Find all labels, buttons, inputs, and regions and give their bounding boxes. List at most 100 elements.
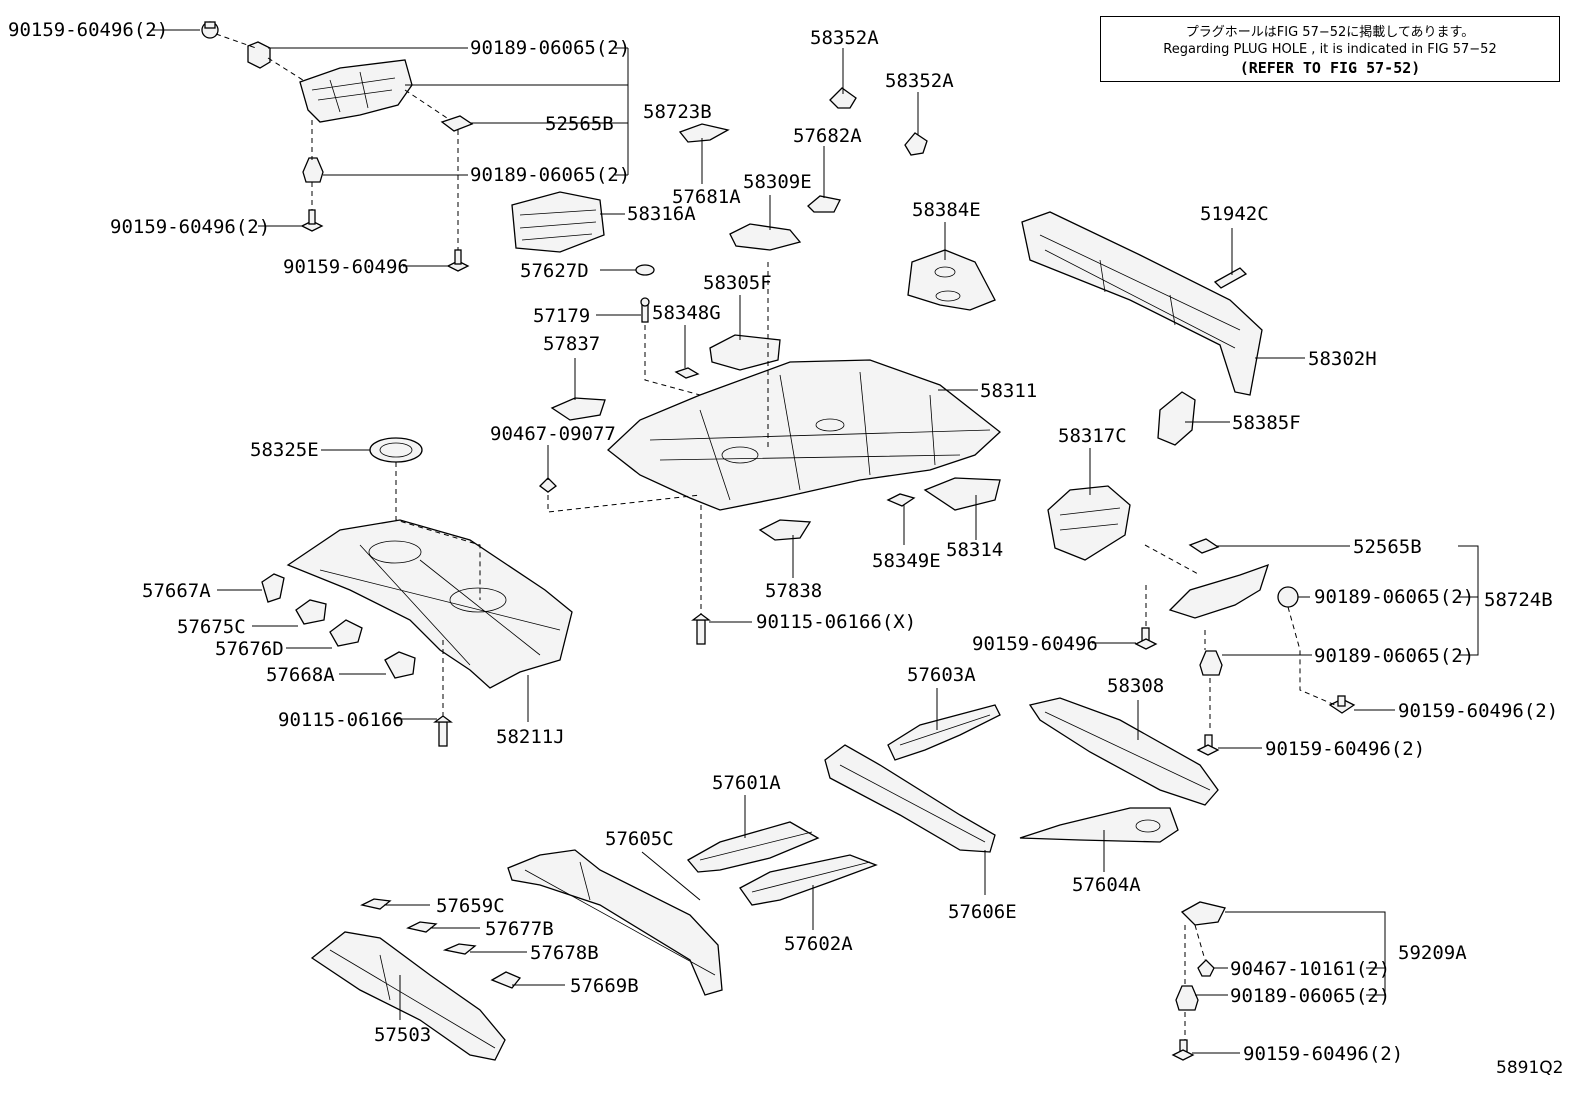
callout-label[interactable]: 57659C xyxy=(436,895,505,917)
callout-label[interactable]: 57667A xyxy=(142,580,211,602)
callout-label[interactable]: 90189-06065(2) xyxy=(1230,985,1390,1007)
part-57602a[interactable] xyxy=(739,854,878,906)
part-57659c[interactable] xyxy=(360,898,392,910)
callout-label[interactable]: 90159-60496(2) xyxy=(8,19,168,41)
note-line-reference[interactable]: (REFER TO FIG 57-52) xyxy=(1239,59,1421,77)
callout-label[interactable]: 90189-06065(2) xyxy=(470,164,630,186)
callout-label[interactable]: 90159-60496(2) xyxy=(1265,738,1425,760)
part-57677b[interactable] xyxy=(406,921,438,933)
callout-label[interactable]: 57681A xyxy=(672,186,741,208)
part-57675c[interactable] xyxy=(295,599,327,625)
callout-label[interactable]: 57669B xyxy=(570,975,639,997)
callout-label[interactable]: 90467-10161(2) xyxy=(1230,958,1390,980)
part-bolt-right-c[interactable] xyxy=(1196,734,1220,756)
part-57678b[interactable] xyxy=(442,943,477,955)
callout-label[interactable]: 58314 xyxy=(946,539,1003,561)
callout-label[interactable]: 58385F xyxy=(1232,412,1301,434)
part-58325e[interactable] xyxy=(369,437,423,463)
part-clip-right[interactable] xyxy=(1277,586,1299,608)
callout-label[interactable]: 90159-60496 xyxy=(972,633,1098,655)
callout-label[interactable]: 57838 xyxy=(765,580,822,602)
part-58309e[interactable] xyxy=(729,223,802,251)
callout-label[interactable]: 58349E xyxy=(872,550,941,572)
part-bracket-58724b[interactable] xyxy=(1168,563,1270,619)
part-57668a[interactable] xyxy=(384,651,416,679)
callout-label[interactable]: 57677B xyxy=(485,918,554,940)
part-57179[interactable] xyxy=(640,297,650,323)
callout-label[interactable]: 52565B xyxy=(1353,536,1422,558)
part-58385f[interactable] xyxy=(1157,391,1196,446)
callout-label[interactable]: 90159-60496(2) xyxy=(1398,700,1558,722)
callout-label[interactable]: 90159-60496 xyxy=(283,256,409,278)
callout-label[interactable]: 57678B xyxy=(530,942,599,964)
callout-label[interactable]: 58311 xyxy=(980,380,1037,402)
callout-label[interactable]: 58352A xyxy=(885,70,954,92)
part-57837[interactable] xyxy=(550,397,606,421)
part-59209a[interactable] xyxy=(1180,901,1226,926)
callout-label[interactable]: 57604A xyxy=(1072,874,1141,896)
part-58352a-b[interactable] xyxy=(904,132,928,156)
part-bolt-left[interactable] xyxy=(300,209,324,232)
part-57682a[interactable] xyxy=(807,195,841,213)
callout-label[interactable]: 57503 xyxy=(374,1024,431,1046)
part-58352a-a[interactable] xyxy=(829,87,857,109)
callout-label[interactable]: 90189-06065(2) xyxy=(1314,645,1474,667)
part-57603a[interactable] xyxy=(887,704,1001,761)
callout-label[interactable]: 51942C xyxy=(1200,203,1269,225)
part-rear-floor-58211j[interactable] xyxy=(286,519,573,689)
part-bracket-58723b[interactable] xyxy=(299,59,413,123)
callout-label[interactable]: 90189-06065(2) xyxy=(470,37,630,59)
part-clip-90467-10161[interactable] xyxy=(1197,959,1215,977)
part-bolt-right-a[interactable] xyxy=(1134,627,1158,650)
part-57681a[interactable] xyxy=(678,123,730,143)
part-clip-bottom[interactable] xyxy=(1175,985,1199,1011)
part-floor-pan-58311[interactable] xyxy=(607,359,1002,511)
part-57605c[interactable] xyxy=(507,849,723,996)
callout-label[interactable]: 58384E xyxy=(912,199,981,221)
callout-label[interactable]: 58316A xyxy=(627,203,696,225)
part-clip-mid[interactable] xyxy=(302,157,324,183)
callout-label[interactable]: 57602A xyxy=(784,933,853,955)
callout-label[interactable]: 90115-06166(X) xyxy=(756,611,916,633)
callout-label[interactable]: 90115-06166 xyxy=(278,709,404,731)
callout-label[interactable]: 57837 xyxy=(543,333,600,355)
callout-label[interactable]: 58325E xyxy=(250,439,319,461)
part-clip-right-mid[interactable] xyxy=(1199,650,1223,676)
callout-label[interactable]: 58309E xyxy=(743,171,812,193)
part-51942c[interactable] xyxy=(1213,267,1248,289)
part-90467-09077[interactable] xyxy=(539,477,557,493)
callout-label[interactable]: 58352A xyxy=(810,27,879,49)
callout-label[interactable]: 57601A xyxy=(712,772,781,794)
part-58348g[interactable] xyxy=(674,367,700,379)
callout-label[interactable]: 57603A xyxy=(907,664,976,686)
callout-label[interactable]: 58211J xyxy=(496,726,565,748)
callout-label[interactable]: 58348G xyxy=(652,302,721,324)
part-57627d[interactable] xyxy=(635,264,655,276)
callout-label[interactable]: 57668A xyxy=(266,664,335,686)
part-58305f[interactable] xyxy=(709,334,781,371)
part-58314[interactable] xyxy=(923,477,1001,511)
callout-label[interactable]: 90159-60496(2) xyxy=(1243,1043,1403,1065)
part-bolt-right-b[interactable] xyxy=(1328,695,1356,714)
part-58384e[interactable] xyxy=(907,249,996,311)
callout-label[interactable]: 58723B xyxy=(643,101,712,123)
part-57676d[interactable] xyxy=(329,619,363,647)
callout-label[interactable]: 57682A xyxy=(793,125,862,147)
callout-label[interactable]: 58308 xyxy=(1107,675,1164,697)
part-58317c[interactable] xyxy=(1047,485,1131,561)
part-nut-52565b-right[interactable] xyxy=(1188,538,1220,554)
callout-label[interactable]: 90467-09077 xyxy=(490,423,616,445)
part-57838[interactable] xyxy=(758,519,812,541)
part-58308[interactable] xyxy=(1028,697,1219,806)
part-bolt-90115-x[interactable] xyxy=(691,613,711,645)
part-bolt-bottom[interactable] xyxy=(1171,1039,1195,1061)
part-57667a[interactable] xyxy=(261,573,285,603)
callout-label[interactable]: 57606E xyxy=(948,901,1017,923)
callout-label[interactable]: 58724B xyxy=(1484,589,1553,611)
part-58349e[interactable] xyxy=(886,493,916,507)
callout-label[interactable]: 58302H xyxy=(1308,348,1377,370)
part-57604a[interactable] xyxy=(1019,807,1179,843)
part-58316a[interactable] xyxy=(511,191,605,253)
part-bolt-90115[interactable] xyxy=(433,715,453,747)
part-clip-top[interactable] xyxy=(247,41,271,69)
